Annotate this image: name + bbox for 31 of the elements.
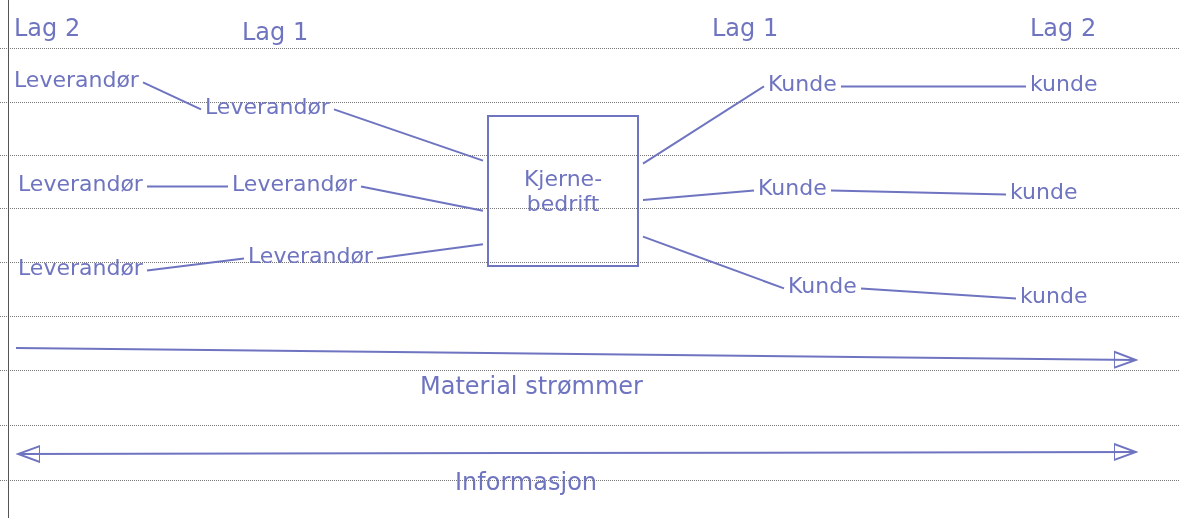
node-label: Leverandør bbox=[14, 68, 139, 93]
node-label: Leverandør bbox=[205, 95, 330, 120]
connector-line bbox=[360, 185, 484, 212]
node-label: Kunde bbox=[768, 72, 837, 97]
connector-line bbox=[146, 185, 229, 188]
node-label: Kunde bbox=[788, 274, 857, 299]
connector-line bbox=[376, 243, 484, 260]
node-label: Leverandør bbox=[18, 256, 143, 281]
flow-caption: Informasjon bbox=[455, 468, 598, 496]
connector-line bbox=[840, 85, 1027, 88]
connector-line bbox=[642, 235, 785, 290]
connector-line bbox=[830, 189, 1007, 196]
node-label: kunde bbox=[1020, 284, 1088, 309]
connector-line bbox=[860, 287, 1017, 300]
tier-heading: Lag 1 bbox=[712, 14, 779, 42]
tier-heading: Lag 2 bbox=[14, 14, 81, 42]
core-company-box: Kjerne-bedrift bbox=[487, 115, 639, 267]
node-label: Leverandør bbox=[232, 172, 357, 197]
connector-line bbox=[642, 189, 755, 202]
node-label: kunde bbox=[1010, 180, 1078, 205]
node-label: kunde bbox=[1030, 72, 1098, 97]
node-label: Leverandør bbox=[18, 172, 143, 197]
connector-line bbox=[333, 108, 484, 162]
tier-heading: Lag 1 bbox=[242, 18, 309, 46]
connector-line bbox=[142, 81, 202, 111]
node-label: Leverandør bbox=[248, 244, 373, 269]
flow-caption: Material strømmer bbox=[420, 372, 643, 400]
tier-heading: Lag 2 bbox=[1030, 14, 1097, 42]
node-label: Kunde bbox=[758, 176, 827, 201]
connector-line bbox=[146, 257, 245, 272]
connector-line bbox=[642, 85, 765, 165]
